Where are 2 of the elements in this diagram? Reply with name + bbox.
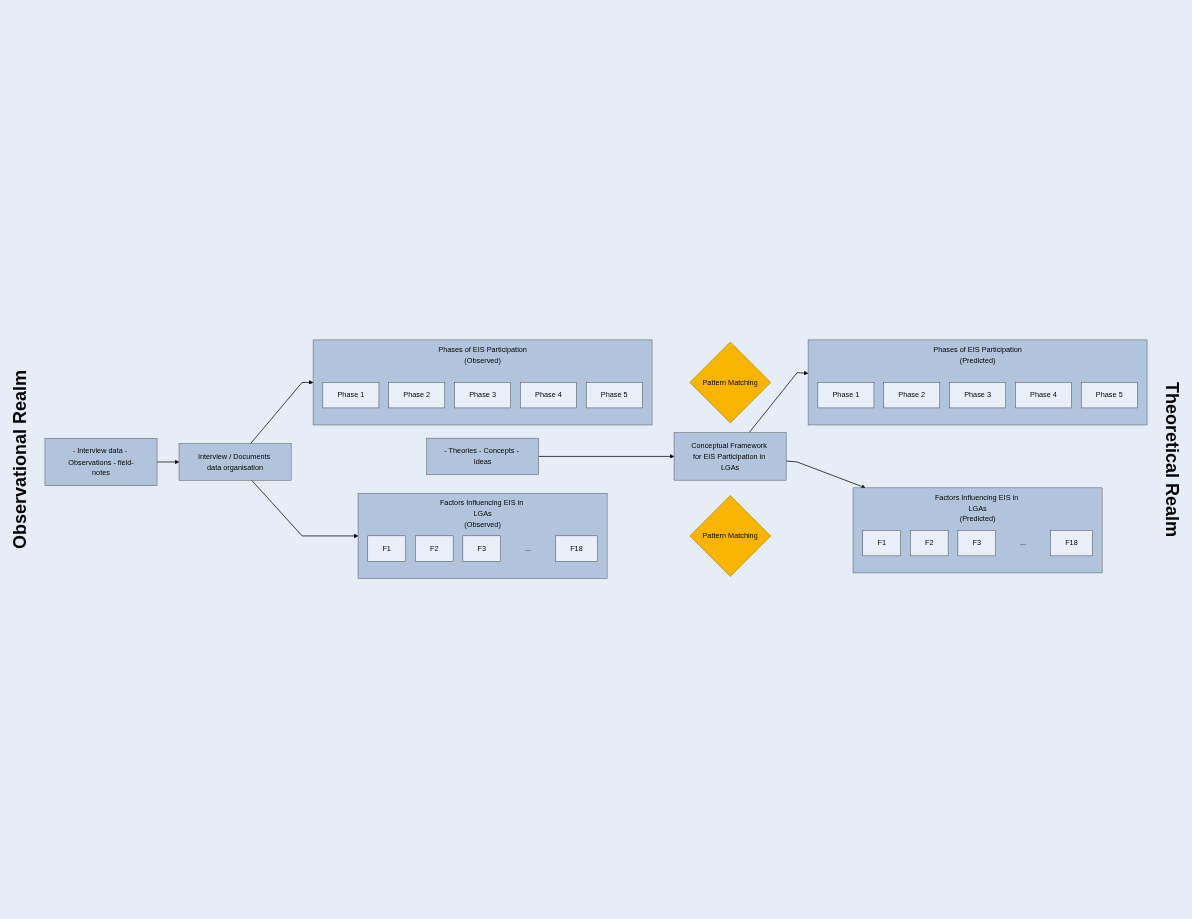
realm-heading: Theoretical Realm: [1161, 381, 1183, 538]
realm-heading: Observational Realm: [9, 369, 31, 550]
